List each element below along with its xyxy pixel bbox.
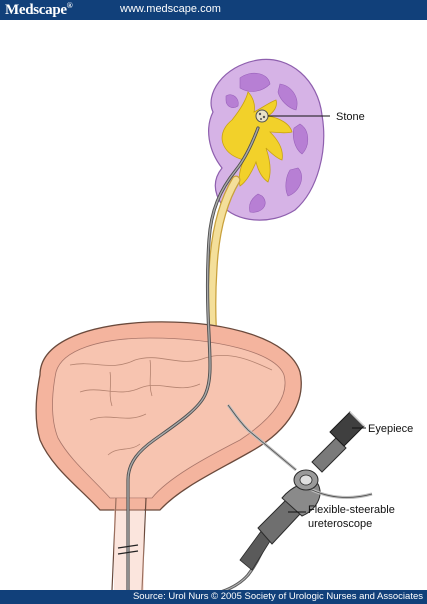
medscape-logo[interactable]: Medscape® (5, 1, 72, 19)
bladder-lumen (53, 338, 286, 498)
header-bar: Medscape® www.medscape.com (0, 0, 427, 20)
label-stone: Stone (336, 111, 365, 123)
label-eyepiece: Eyepiece (368, 423, 413, 435)
kidney-stone (256, 110, 268, 122)
site-url[interactable]: www.medscape.com (120, 3, 221, 15)
label-scope-line2: ureteroscope (308, 518, 372, 530)
source-credit: Source: Urol Nurs © 2005 Society of Urol… (133, 591, 423, 602)
footer-bar: Source: Urol Nurs © 2005 Society of Urol… (0, 590, 427, 604)
label-scope-line1: Flexible-steerable (308, 504, 395, 516)
ureteroscopy-illustration: Stone Eyepiece Flexible-steerable ureter… (0, 20, 427, 590)
